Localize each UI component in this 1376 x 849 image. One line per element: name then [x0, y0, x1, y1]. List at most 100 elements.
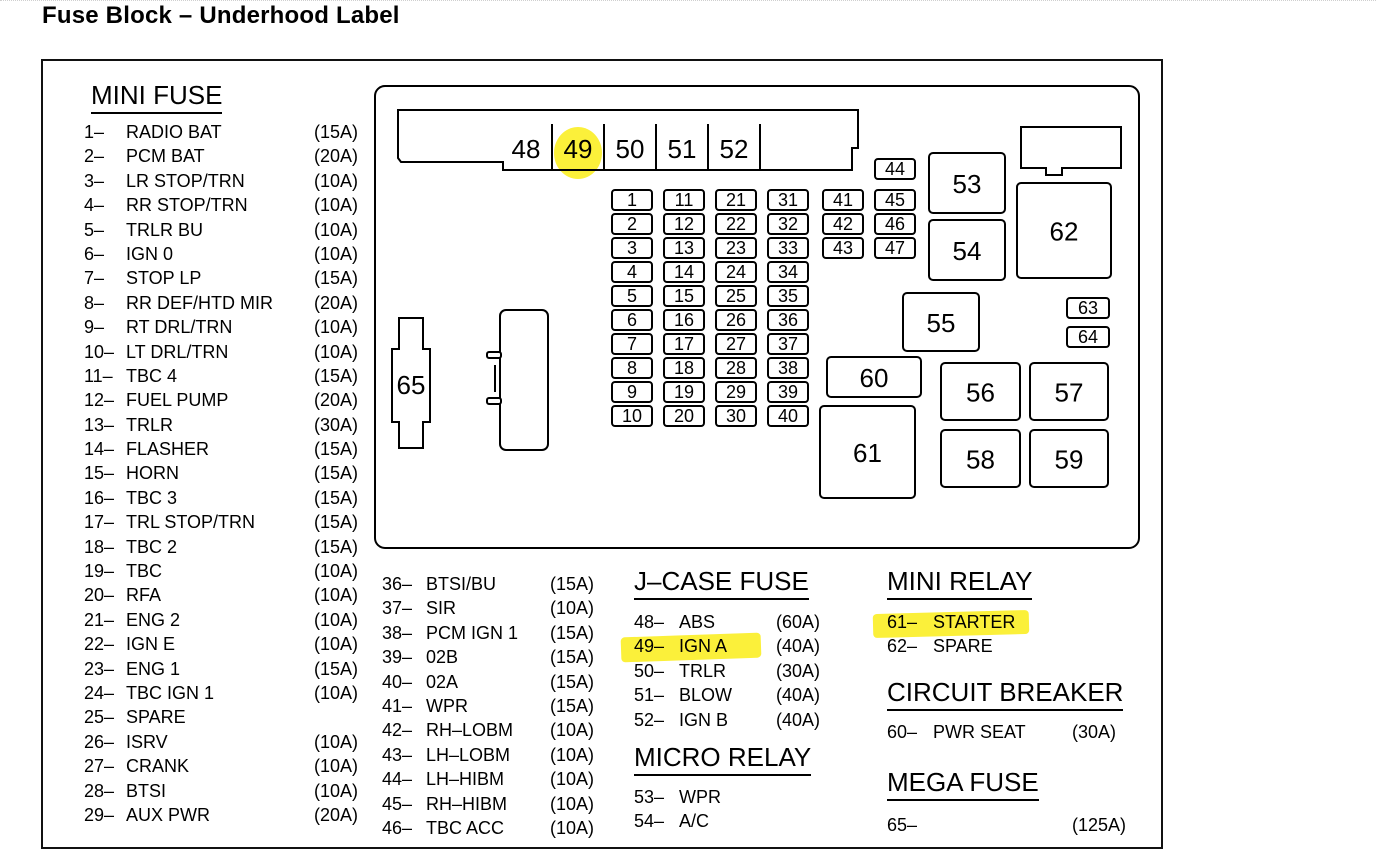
fuse-row: 29–AUX PWR(20A): [84, 803, 374, 827]
fuse-row: 8–RR DEF/HTD MIR(20A): [84, 291, 374, 315]
item-name: ENG 2: [126, 609, 181, 630]
fuse-row: 46–TBC ACC(10A): [382, 816, 622, 840]
item-number: 40–: [382, 671, 413, 692]
mini-fuse-slot-label: 20: [674, 406, 694, 426]
fuse-row: 5–TRLR BU(10A): [84, 218, 374, 242]
mini-fuse-slot: [611, 285, 653, 307]
fuse-row: 27–CRANK(10A): [84, 754, 374, 778]
fuse-row: 48–ABS(60A): [634, 610, 844, 634]
fuse-row: 20–RFA(10A): [84, 583, 374, 607]
fuse-block-outline: [374, 85, 1140, 549]
item-name: 02A: [426, 671, 459, 692]
item-number: 3–: [84, 170, 105, 191]
item-name: SIR: [426, 598, 457, 619]
item-number: 22–: [84, 634, 115, 655]
mini-fuse-slot: [1066, 297, 1110, 319]
mini-fuse-slot: [611, 213, 653, 235]
item-name: IGN 0: [126, 243, 174, 264]
mini-fuse-slot-label: 34: [778, 262, 798, 282]
mini-fuse-slot: [663, 309, 705, 331]
section-header-mini-fuse: MINI FUSE: [91, 82, 223, 114]
relay-label: 58: [966, 445, 995, 475]
item-number: 41–: [382, 695, 413, 716]
item-name: CRANK: [126, 756, 190, 777]
relay-label: 57: [1055, 378, 1084, 408]
item-name: TRLR BU: [126, 219, 204, 240]
mini-fuse-slot: [663, 285, 705, 307]
item-number: 42–: [382, 720, 413, 741]
mini-fuse-slot: [715, 237, 757, 259]
mini-fuse-slot: [767, 405, 809, 427]
fuse-row: 52–IGN B(40A): [634, 708, 844, 732]
mini-fuse-slot-label: 22: [726, 214, 746, 234]
item-rating: (15A): [314, 439, 359, 460]
fuse-row: 25–SPARE: [84, 705, 374, 729]
mini-fuse-list-continued: 36–BTSI/BU(15A)37–SIR(10A)38–PCM IGN 1(1…: [382, 572, 622, 840]
mini-fuse-slot: [822, 213, 864, 235]
section-header-j-case-fuse: J–CASE FUSE: [634, 568, 809, 600]
fuse-row: 10–LT DRL/TRN(10A): [84, 340, 374, 364]
relay-slot-61: [819, 405, 916, 499]
item-number: 26–: [84, 731, 115, 752]
relay-label: 60: [860, 363, 889, 393]
item-number: 29–: [84, 804, 115, 825]
item-number: 16–: [84, 487, 115, 508]
fuse-row: 1–RADIO BAT(15A): [84, 120, 374, 144]
mini-fuse-slot: [767, 381, 809, 403]
relay-row: 54–A/C: [634, 809, 844, 833]
item-rating: (10A): [550, 720, 595, 741]
fuse-row: 22–IGN E(10A): [84, 632, 374, 656]
mini-fuse-slot-label: 40: [778, 406, 798, 426]
fuse-row: 50–TRLR(30A): [634, 659, 844, 683]
mini-fuse-slot-label: 46: [885, 214, 905, 234]
item-name: BLOW: [679, 685, 733, 706]
relay-label: 54: [953, 236, 982, 266]
fuse-row: 13–TRLR(30A): [84, 413, 374, 437]
mini-fuse-slot: [715, 285, 757, 307]
item-name: IGN A: [679, 636, 728, 657]
mini-fuse-slot: [715, 213, 757, 235]
item-rating: (10A): [550, 817, 595, 838]
mini-fuse-slot-label: 1: [627, 190, 637, 210]
mini-fuse-list: 1–RADIO BAT(15A)2–PCM BAT(20A)3–LR STOP/…: [84, 120, 374, 827]
item-number: 61–: [887, 612, 918, 632]
item-number: 14–: [84, 439, 115, 460]
item-rating: (60A): [776, 612, 821, 632]
mini-fuse-slot: [715, 261, 757, 283]
item-name: A/C: [679, 811, 710, 832]
fuse-row: 7–STOP LP(15A): [84, 266, 374, 290]
relay-label: 59: [1055, 445, 1084, 475]
item-name: RT DRL/TRN: [126, 317, 233, 338]
item-rating: (30A): [314, 414, 359, 435]
item-rating: (20A): [314, 292, 359, 313]
item-name: RR STOP/TRN: [126, 195, 248, 216]
item-name: IGN E: [126, 634, 176, 655]
item-rating: (10A): [314, 561, 359, 582]
item-rating: (10A): [314, 609, 359, 630]
mega-fuse-list: 65–(125A): [887, 813, 1137, 837]
mini-fuse-slot: [767, 237, 809, 259]
item-rating: (10A): [314, 170, 359, 191]
top-divider: [0, 0, 1376, 1]
fuse-row: 41–WPR(15A): [382, 694, 622, 718]
mini-fuse-slot: [611, 309, 653, 331]
item-rating: (10A): [314, 317, 359, 338]
mini-fuse-slot-label: 28: [726, 358, 746, 378]
item-name: RH–LOBM: [426, 720, 514, 741]
mini-fuse-slot-label: 64: [1078, 327, 1098, 347]
item-number: 49–: [634, 636, 665, 657]
item-number: 17–: [84, 512, 115, 533]
item-number: 25–: [84, 707, 115, 728]
mini-fuse-slot-label: 9: [627, 382, 637, 402]
mini-fuse-slot: [822, 237, 864, 259]
item-name: ISRV: [126, 731, 168, 752]
item-number: 10–: [84, 341, 115, 362]
item-number: 44–: [382, 769, 413, 790]
item-number: 18–: [84, 536, 115, 557]
relay-row: 53–WPR: [634, 785, 844, 809]
item-number: 8–: [84, 292, 105, 313]
relay-slot-55: [902, 292, 980, 352]
item-rating: (10A): [550, 744, 595, 765]
item-name: LH–LOBM: [426, 744, 511, 765]
mini-fuse-slot-label: 13: [674, 238, 694, 258]
